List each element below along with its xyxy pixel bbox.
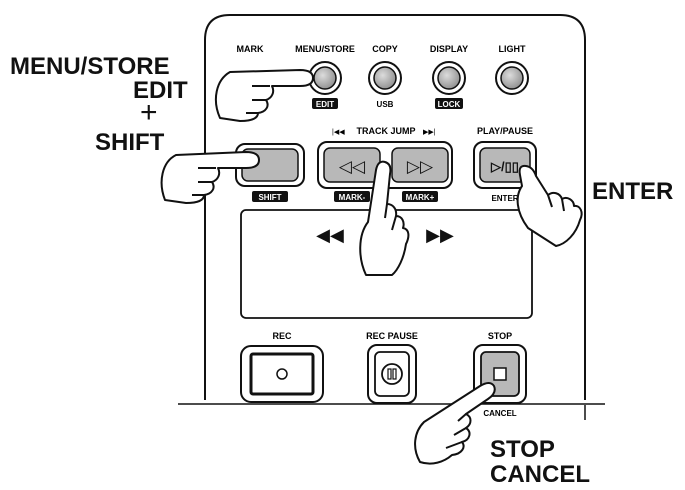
cancel-callout: CANCEL	[490, 461, 590, 488]
usb-label: USB	[377, 100, 394, 109]
mark-minus-tag	[334, 191, 370, 202]
shift-tag-text: SHIFT	[258, 193, 281, 202]
lock-tag	[435, 98, 463, 109]
fast-forward-button[interactable]: ▷▷	[391, 147, 449, 183]
rec-circle-icon	[276, 368, 288, 380]
rec-label: REC	[272, 331, 292, 341]
rec-button[interactable]	[240, 345, 324, 403]
edit-tag-text: EDIT	[316, 100, 334, 109]
mark-plus-text: MARK+	[406, 193, 435, 202]
stop-label: STOP	[488, 331, 512, 341]
hand-pointing-shift-icon	[160, 151, 260, 204]
enter-sub-label: ENTER	[491, 194, 518, 203]
shift-tag	[252, 191, 288, 202]
play-pause-label: PLAY/PAUSE	[477, 126, 533, 136]
hand-pointing-stop-icon	[414, 382, 496, 465]
enter-callout: ENTER	[592, 178, 674, 205]
track-jump-next-glyph: ▶▶|	[423, 129, 436, 136]
mark-minus-text: MARK-	[339, 193, 366, 202]
mark-label: MARK	[237, 44, 264, 54]
left-arrows-icon: ◀◀	[316, 225, 344, 245]
rewind-button[interactable]: ◁◁	[323, 147, 381, 183]
track-jump-prev-glyph: |◀◀	[332, 129, 345, 136]
stop-callout: STOP	[490, 436, 555, 463]
hand-pointing-rewind-icon	[359, 160, 410, 276]
edit-callout: EDIT	[133, 77, 188, 104]
display-button[interactable]	[432, 61, 466, 95]
track-jump-label: TRACK JUMP	[356, 126, 415, 136]
cancel-sub-label: CANCEL	[483, 409, 516, 418]
copy-label: COPY	[372, 44, 398, 54]
light-button[interactable]	[495, 61, 529, 95]
display-label: DISPLAY	[430, 44, 468, 54]
stop-square-icon	[493, 367, 507, 381]
copy-button[interactable]	[368, 61, 402, 95]
rewind-icon: ◁◁	[339, 157, 366, 176]
mark-plus-tag	[402, 191, 438, 202]
light-label: LIGHT	[499, 44, 526, 54]
rec-pause-label: REC PAUSE	[366, 331, 418, 341]
plus-callout: +	[140, 96, 158, 129]
pause-icon	[387, 368, 392, 380]
rec-pause-button[interactable]	[367, 344, 417, 404]
hand-pointing-menu-store-icon	[214, 69, 314, 122]
hand-pointing-play-pause-icon	[516, 164, 583, 247]
menu-store-callout: MENU/STORE	[10, 53, 170, 80]
edit-tag	[312, 98, 338, 109]
lock-tag-text: LOCK	[438, 100, 461, 109]
play-pause-icon: ▷/▯▯	[490, 159, 519, 174]
menu-store-label: MENU/STORE	[295, 44, 355, 54]
shift-callout: SHIFT	[95, 129, 165, 156]
fast-forward-icon: ▷▷	[407, 157, 434, 176]
right-arrows-icon: ▶▶	[426, 225, 454, 245]
